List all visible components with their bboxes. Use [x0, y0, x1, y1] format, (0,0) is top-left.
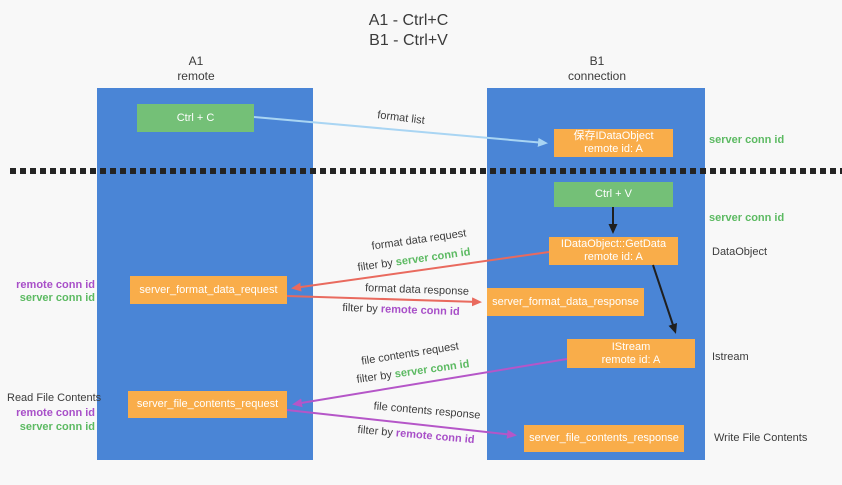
title-line-2: B1 - Ctrl+V: [369, 32, 448, 49]
box-server-file-contents-response: server_file_contents_response: [524, 425, 684, 452]
filter-by-text: filter by: [357, 423, 394, 439]
box-server-file-contents-request: server_file_contents_request: [128, 391, 287, 418]
label-server-conn-id-left-bottom: server conn id: [19, 421, 95, 433]
filter-by-text: filter by: [356, 257, 394, 274]
separator-dashed-line: [10, 168, 842, 174]
label-write-file-contents: Write File Contents: [714, 432, 808, 444]
box-istream-line1: IStream: [611, 340, 651, 353]
diagram-title: A1 - Ctrl+C B1 - Ctrl+V: [306, 11, 511, 51]
box-file-request-label: server_file_contents_request: [136, 398, 279, 410]
filter-by-text: filter by: [355, 369, 393, 386]
box-getdata-line1: IDataObject::GetData: [560, 238, 667, 250]
box-istream-line2: remote id: A: [601, 353, 661, 366]
box-ctrl-c: Ctrl + C: [137, 104, 254, 132]
column-a1-subtitle: remote: [177, 69, 215, 83]
label-file-contents-response: file contents response: [373, 400, 481, 422]
server-conn-id-text: server conn id: [394, 358, 471, 381]
box-format-request-label: server_format_data_request: [139, 283, 278, 296]
column-b1-subtitle: connection: [567, 69, 627, 83]
box-save-line2: remote id: A: [584, 143, 643, 155]
label-istream: Istream: [712, 351, 749, 363]
server-conn-id-text: server conn id: [395, 246, 472, 269]
box-save-dataobject: 保存IDataObject remote id: A: [554, 129, 673, 157]
label-filter-by-remote-2: filter by remote conn id: [357, 424, 475, 446]
box-ctrl-v: Ctrl + V: [554, 182, 673, 207]
label-read-file-contents: Read File Contents: [7, 392, 102, 404]
label-remote-conn-id-left-top: remote conn id: [16, 279, 95, 291]
box-save-line1: 保存IDataObject: [573, 130, 654, 142]
column-b1-name: B1: [589, 54, 605, 68]
remote-conn-id-text: remote conn id: [380, 303, 460, 319]
box-ctrl-c-label: Ctrl + C: [176, 111, 215, 124]
column-b1-header: B1 connection: [527, 54, 667, 84]
label-server-conn-id-right-top: server conn id: [709, 134, 785, 146]
remote-conn-id-text: remote conn id: [395, 427, 475, 447]
label-server-conn-id-left-top: server conn id: [19, 292, 95, 304]
label-dataobject: DataObject: [712, 246, 768, 258]
label-remote-conn-id-left-bottom: remote conn id: [16, 407, 95, 419]
box-server-format-data-response: server_format_data_response: [487, 288, 644, 316]
box-file-response-label: server_file_contents_response: [529, 432, 679, 444]
label-filter-by-remote-1: filter by remote conn id: [342, 302, 460, 318]
column-a1-header: A1 remote: [126, 54, 266, 84]
box-getdata-line2: remote id: A: [584, 251, 643, 263]
label-format-data-response: format data response: [364, 282, 470, 298]
box-idataobject-getdata: IDataObject::GetData remote id: A: [549, 237, 678, 265]
box-format-response-label: server_format_data_response: [492, 295, 639, 308]
box-ctrl-v-label: Ctrl + V: [595, 188, 632, 200]
label-server-conn-id-right-mid: server conn id: [709, 212, 785, 224]
filter-by-text: filter by: [342, 301, 379, 316]
title-line-1: A1 - Ctrl+C: [368, 12, 449, 29]
box-server-format-data-request: server_format_data_request: [130, 276, 287, 304]
box-istream: IStream remote id: A: [567, 339, 695, 368]
label-format-list: format list: [376, 109, 426, 127]
column-a1-name: A1: [188, 54, 204, 68]
